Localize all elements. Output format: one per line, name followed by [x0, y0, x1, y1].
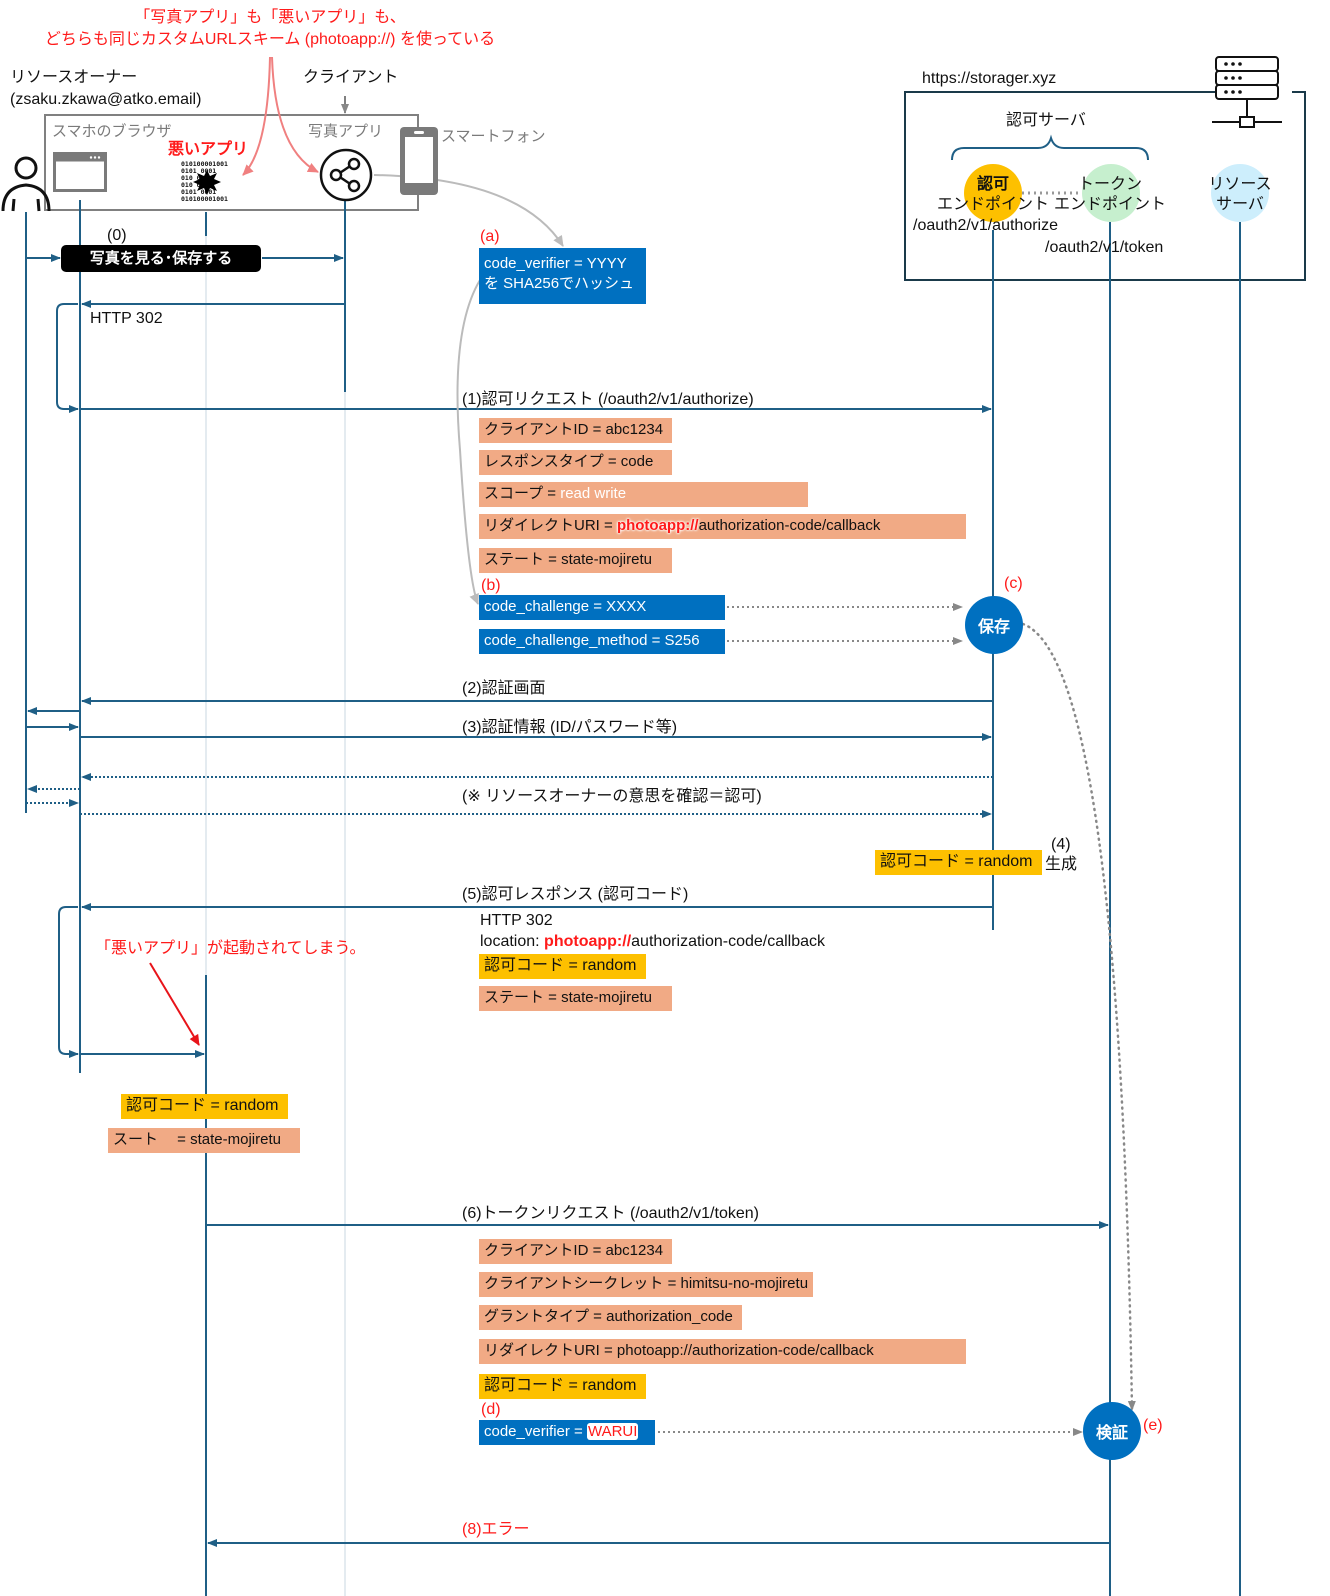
label-e: (e)	[1143, 1417, 1163, 1434]
token-param-grant-type: グラントタイプ = authorization_code	[479, 1305, 742, 1330]
client-label: クライアント	[303, 69, 399, 86]
malware-icon: 010100001001 0101 0001 010 001 010 001 0…	[181, 160, 228, 203]
svg-text:010100001001: 010100001001	[181, 160, 228, 168]
note-arrow-to-photo-app	[271, 56, 319, 173]
verifier-value: WARUI	[586, 1423, 639, 1440]
code-verifier-hash-box: code_verifier = YYYY を SHA256でハッシュ	[479, 248, 646, 304]
redirect-key: リダイレクトURI =	[484, 517, 617, 534]
redirect-path: authorization-code/callback	[698, 517, 881, 534]
verifier-key: code_verifier =	[484, 1423, 587, 1440]
sha256-line: を SHA256でハッシュ	[484, 275, 635, 292]
server-rack-icon	[1212, 56, 1282, 128]
consent-label: (※ リソースオーナーの意思を確認＝認可)	[462, 788, 762, 805]
scope-key: スコープ =	[484, 485, 561, 502]
step-5-http: HTTP 302	[480, 912, 553, 929]
location-scheme: photoapp://	[544, 933, 632, 950]
code-challenge-method-box: code_challenge_method = S256	[479, 629, 725, 654]
label-c: (c)	[1004, 575, 1023, 592]
step-0-number: (0)	[107, 227, 127, 244]
arrow-bad-app-launched	[149, 962, 200, 1046]
resource-owner-email: (zsaku.zkawa@atko.email)	[10, 91, 202, 108]
response-state: ステート = state-mojiretu	[479, 986, 672, 1011]
photo-app-label: 写真アプリ	[308, 123, 384, 140]
verify-node: 検証	[1083, 1402, 1141, 1460]
browser-window-icon	[53, 152, 107, 192]
step-4-number: (4)	[1051, 836, 1071, 853]
arrow-save-to-verify	[1021, 622, 1136, 1412]
bad-app-label: 悪いアプリ	[168, 141, 249, 158]
redirect-loop-2	[58, 906, 79, 1058]
token-endpoint-line1: トークン	[1077, 176, 1142, 193]
token-param-auth-code: 認可コード = random	[479, 1374, 646, 1399]
svg-text:010100001001: 010100001001	[181, 195, 228, 203]
auth-code-generated-box: 認可コード = random	[875, 850, 1042, 875]
code-challenge-box: code_challenge = XXXX	[479, 595, 725, 620]
bad-app-launched-note: 「悪いアプリ」が起動されてしまう。	[95, 940, 366, 957]
location-key: location:	[480, 933, 545, 950]
step-5-label: (5)認可レスポンス (認可コード)	[462, 886, 689, 903]
code-verifier-line: code_verifier = YYYY	[484, 255, 627, 272]
scheme-note-line1: 「写真アプリ」も「悪いアプリ」も、	[134, 9, 406, 26]
redirect-loop-1	[56, 303, 79, 413]
note-arrow-to-bad-app	[242, 56, 271, 176]
location-path: authorization-code/callback	[631, 933, 826, 950]
token-endpoint-line2: エンドポイント	[1053, 196, 1166, 213]
auth-server-label: 認可サーバ	[1006, 112, 1086, 129]
svg-text:010 001: 010 001	[181, 174, 208, 182]
resource-owner-label: リソースオーナー	[10, 69, 138, 86]
resource-server-line1: リソース	[1208, 176, 1272, 193]
token-param-client-secret: クライアントシークレット = himitsu-no-mojiretu	[479, 1272, 813, 1297]
label-b: (b)	[481, 577, 501, 594]
smartphone-icon	[400, 127, 438, 195]
smartphone-label: スマートフォン	[441, 128, 546, 145]
person-icon	[1, 156, 51, 212]
auth-endpoint-line2: エンドポイント	[936, 196, 1049, 213]
svg-text:010 001: 010 001	[181, 181, 208, 189]
token-param-redirect-uri: リダイレクトURI = photoapp://authorization-cod…	[479, 1339, 966, 1364]
auth-endpoint-path: /oauth2/v1/authorize	[913, 217, 1058, 234]
server-frame	[904, 91, 1306, 281]
token-param-client-id: クライアントID = abc1234	[479, 1239, 672, 1264]
label-a: (a)	[480, 228, 500, 245]
resource-server-line2: サーバ	[1216, 196, 1264, 213]
auth-server-brace	[951, 134, 1149, 161]
resource-server-node	[1211, 164, 1269, 222]
label-d: (d)	[481, 1401, 501, 1418]
save-node: 保存	[965, 596, 1023, 654]
step-8-error-label: (8)エラー	[462, 1521, 530, 1538]
param-scope: スコープ = read write	[479, 482, 808, 507]
auth-endpoint-line1: 認可	[976, 176, 1009, 193]
svg-text:0101 0001: 0101 0001	[181, 167, 216, 175]
step-4-label: 生成	[1045, 856, 1078, 873]
share-app-icon	[319, 148, 373, 202]
step-6-label: (6)トークンリクエスト (/oauth2/v1/token)	[462, 1205, 759, 1222]
auth-endpoint-node	[964, 164, 1022, 222]
param-state: ステート = state-mojiretu	[479, 548, 672, 573]
scope-value: read write	[560, 485, 627, 502]
param-redirect-uri: リダイレクトURI = photoapp://authorization-cod…	[479, 514, 966, 539]
arrow-hash-to-challenge	[456, 279, 481, 605]
server-domain: https://storager.xyz	[922, 70, 1057, 87]
browser-label: スマホのブラウザ	[52, 123, 172, 140]
svg-text:0101 0001: 0101 0001	[181, 188, 216, 196]
step-3-label: (3)認証情報 (ID/パスワード等)	[462, 719, 678, 736]
fake-code-verifier-box: code_verifier = WARUI	[479, 1420, 655, 1445]
http-302-label: HTTP 302	[90, 310, 163, 327]
stolen-auth-code: 認可コード = random	[121, 1094, 288, 1119]
param-response-type: レスポンスタイプ = code	[479, 450, 672, 475]
step-2-label: (2)認証画面	[462, 680, 546, 697]
step-0-action: 写真を見る･保存する	[61, 245, 261, 272]
step-5-location: location: photoapp://authorization-code/…	[480, 932, 825, 952]
token-endpoint-node	[1082, 164, 1140, 222]
stolen-state: スート = state-mojiretu	[108, 1128, 300, 1153]
redirect-scheme: photoapp://	[616, 517, 699, 534]
token-endpoint-path: /oauth2/v1/token	[1045, 239, 1164, 256]
response-auth-code: 認可コード = random	[479, 954, 646, 979]
scheme-note-line2: どちらも同じカスタムURLスキーム (photoapp://) を使っている	[44, 31, 496, 48]
param-client-id: クライアントID = abc1234	[479, 418, 672, 443]
step-1-label: (1)認可リクエスト (/oauth2/v1/authorize)	[462, 391, 754, 408]
